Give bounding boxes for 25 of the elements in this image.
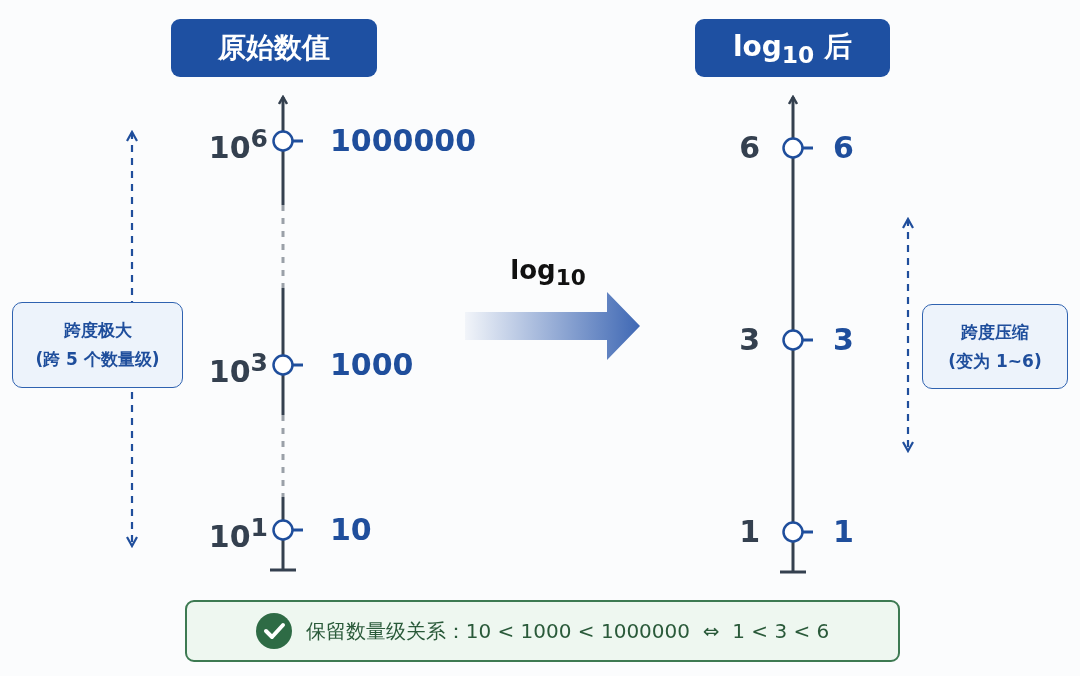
tick-label: 10$^{1}$ [208,515,268,552]
note-box [185,600,900,662]
value-label: 3 [833,325,854,355]
value-label: 6 [833,133,854,163]
callout-box [12,302,183,388]
tick-label: 10$^{3}$ [208,350,268,387]
callout-text: (跨 5 个数量级) [35,348,160,371]
value-label: 1000000 [330,126,477,156]
header-box [695,19,890,77]
note-text: 保留数量级关系：10 < 1000 < 1000000 ⇔ 1 < 3 < 6 [305,617,830,645]
tick-label: 1 [739,517,760,547]
value-label: 10 [330,515,372,545]
tick-label: 3 [739,325,760,355]
callout-text: 跨度极大 [63,319,132,343]
tick-label: 10$^{6}$ [208,126,268,163]
header-text: 原始数值 [218,30,330,66]
callout-text: 跨度压缩 [961,320,1029,344]
callout-box [922,304,1068,389]
header-box [171,19,377,77]
tick-label: 6 [739,133,760,163]
value-label: 1 [833,517,854,547]
header-text: log$_{10}$ 后 [732,28,853,69]
transform-label: log$_{10}$ [510,257,586,289]
value-label: 1000 [330,350,414,380]
callout-text: (变为 1~6) [948,349,1042,373]
